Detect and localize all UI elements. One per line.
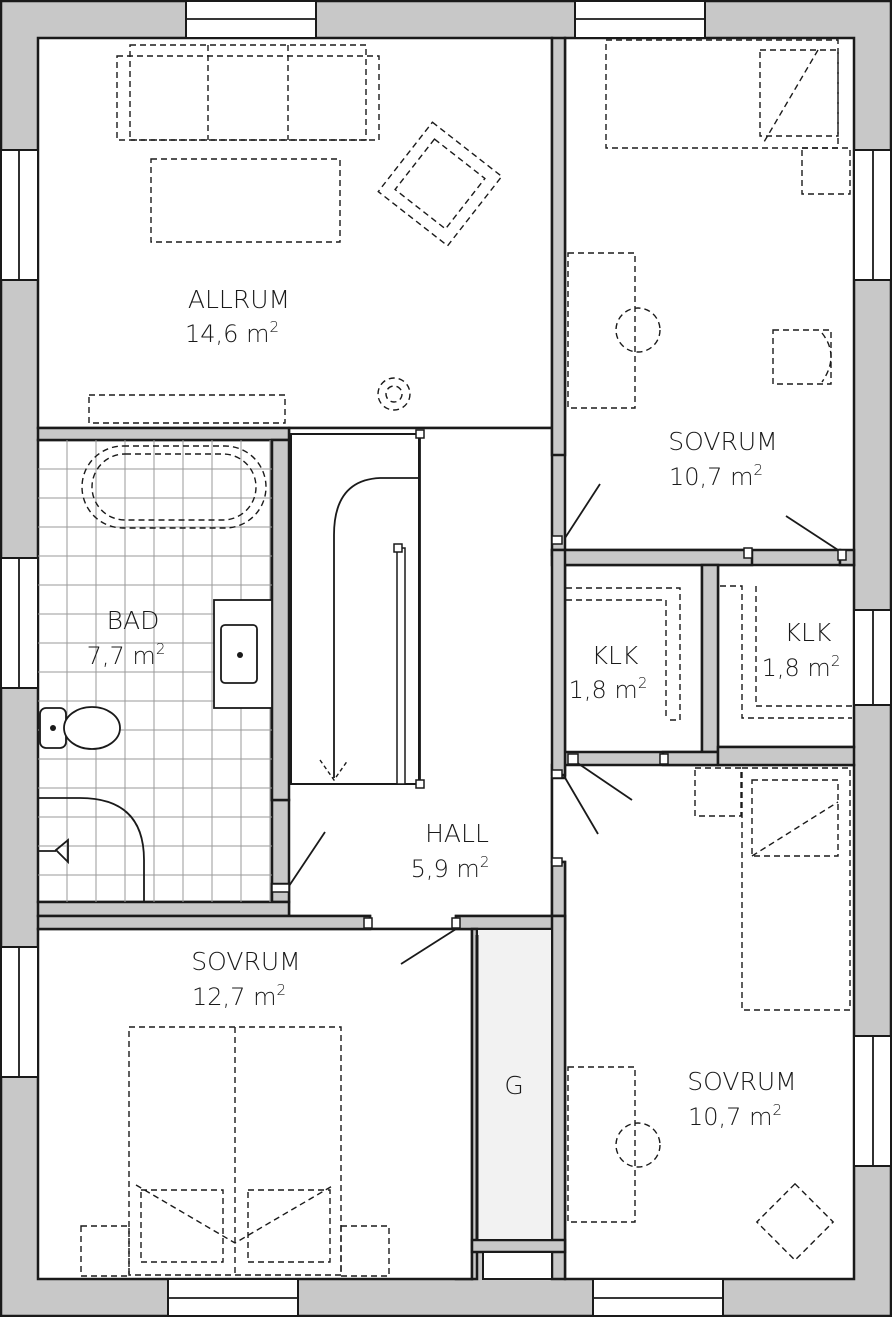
- nightstand-se: [694, 767, 742, 817]
- sofa-outline: [116, 55, 380, 141]
- washbasin-drain: [237, 652, 243, 658]
- wall-klk-south-left: [661, 750, 720, 767]
- klk-right-shelf: [720, 585, 852, 719]
- wall-klk-north: [550, 548, 754, 567]
- desk-chair-se: [615, 1122, 661, 1168]
- klk-left-shelf: [566, 587, 681, 721]
- label-sovrum-se-area: 10,7 m2: [688, 1101, 782, 1131]
- bathtub-inner: [91, 453, 257, 521]
- toilet-bowl: [63, 706, 121, 750]
- armchair-ne: [772, 329, 832, 385]
- bed-sw-pillow-right: [247, 1189, 331, 1263]
- ceiling-light-allrum: [377, 377, 411, 411]
- bed-sw-pillow-left: [140, 1189, 224, 1263]
- label-hall-name: HALL: [425, 819, 489, 848]
- label-sovrum-sw-name: SOVRUM: [191, 947, 300, 976]
- sideboard: [88, 394, 286, 424]
- sofa-back: [129, 44, 367, 141]
- klk-right-shelf-inner: [755, 586, 852, 707]
- label-bad-name: BAD: [107, 606, 160, 635]
- label-sovrum-ne-name: SOVRUM: [668, 427, 777, 456]
- doors: [271, 483, 847, 965]
- wall-bad-hall: [270, 438, 291, 802]
- coffee-table: [150, 158, 341, 243]
- label-garderob: G: [504, 1071, 523, 1100]
- label-sovrum-se-name: SOVRUM: [687, 1067, 796, 1096]
- desk-se: [567, 1066, 636, 1223]
- stair-walk-line: [333, 477, 419, 778]
- stair-post-top: [415, 429, 425, 439]
- bed-se-fold: [751, 801, 839, 857]
- label-klk-right-name: KLK: [785, 618, 832, 647]
- stair-handrail: [396, 547, 406, 785]
- wall-sovrum-se-west: [550, 860, 567, 918]
- room-allrum: [36, 36, 554, 430]
- wall-sovrum-sw-north: [36, 914, 372, 931]
- wall-garderob-top: [454, 914, 567, 931]
- label-klk-left-area: 1,8 m2: [569, 674, 648, 704]
- room-klk-left: [563, 563, 704, 754]
- bed-se-pillow: [751, 779, 839, 857]
- label-sovrum-ne-area: 10,7 m2: [669, 461, 763, 491]
- label-bad-area: 7,7 m2: [87, 640, 166, 670]
- wall-klk-divider: [700, 563, 720, 754]
- label-allrum-name: ALLRUM: [188, 285, 290, 314]
- shower-head-icon: [54, 838, 69, 865]
- bed-ne-fold: [763, 49, 819, 143]
- ceiling-light-allrum-inner: [385, 385, 403, 403]
- wall-garderob-bottom: [470, 1238, 567, 1254]
- wall-garderob-east: [550, 914, 567, 1281]
- klk-left-shelf-inner: [566, 599, 667, 720]
- wall-bad-south: [36, 900, 291, 918]
- stair-post-mid: [393, 543, 403, 553]
- label-sovrum-sw-area: 12,7 m2: [192, 981, 286, 1011]
- desk-ne: [567, 252, 636, 409]
- bed-ne-pillow: [759, 49, 839, 137]
- armchair-allrum: [377, 121, 503, 247]
- label-klk-left-name: KLK: [592, 641, 639, 670]
- armchair-ne-back: [821, 332, 832, 383]
- wall-klk-south-right: [716, 745, 856, 767]
- wall-klk-west: [550, 548, 567, 777]
- wardrobe-g: [476, 928, 553, 1241]
- room-sovrum-southeast: [550, 763, 856, 1281]
- nightstand-ne: [801, 147, 851, 195]
- stair-arrow: [319, 759, 349, 782]
- wall-allrum-east: [550, 36, 567, 457]
- toilet-button: [50, 725, 56, 731]
- wardrobe-shelf: [482, 1251, 553, 1280]
- armchair-se: [755, 1182, 835, 1262]
- nightstand-sw-left: [80, 1225, 130, 1277]
- shower-screen: [38, 797, 145, 902]
- bed-se: [741, 767, 851, 1011]
- desk-chair-ne: [615, 307, 661, 353]
- double-bed-fold: [135, 1184, 335, 1244]
- wall-allrum-bad: [36, 426, 291, 442]
- label-allrum-area: 14,6 m2: [185, 318, 279, 348]
- label-klk-right-area: 1,8 m2: [762, 652, 841, 682]
- bathtub-outline: [81, 445, 267, 529]
- label-hall-area: 5,9 m2: [411, 853, 490, 883]
- nightstand-sw-right: [340, 1225, 390, 1277]
- stair-post-bottom: [415, 779, 425, 789]
